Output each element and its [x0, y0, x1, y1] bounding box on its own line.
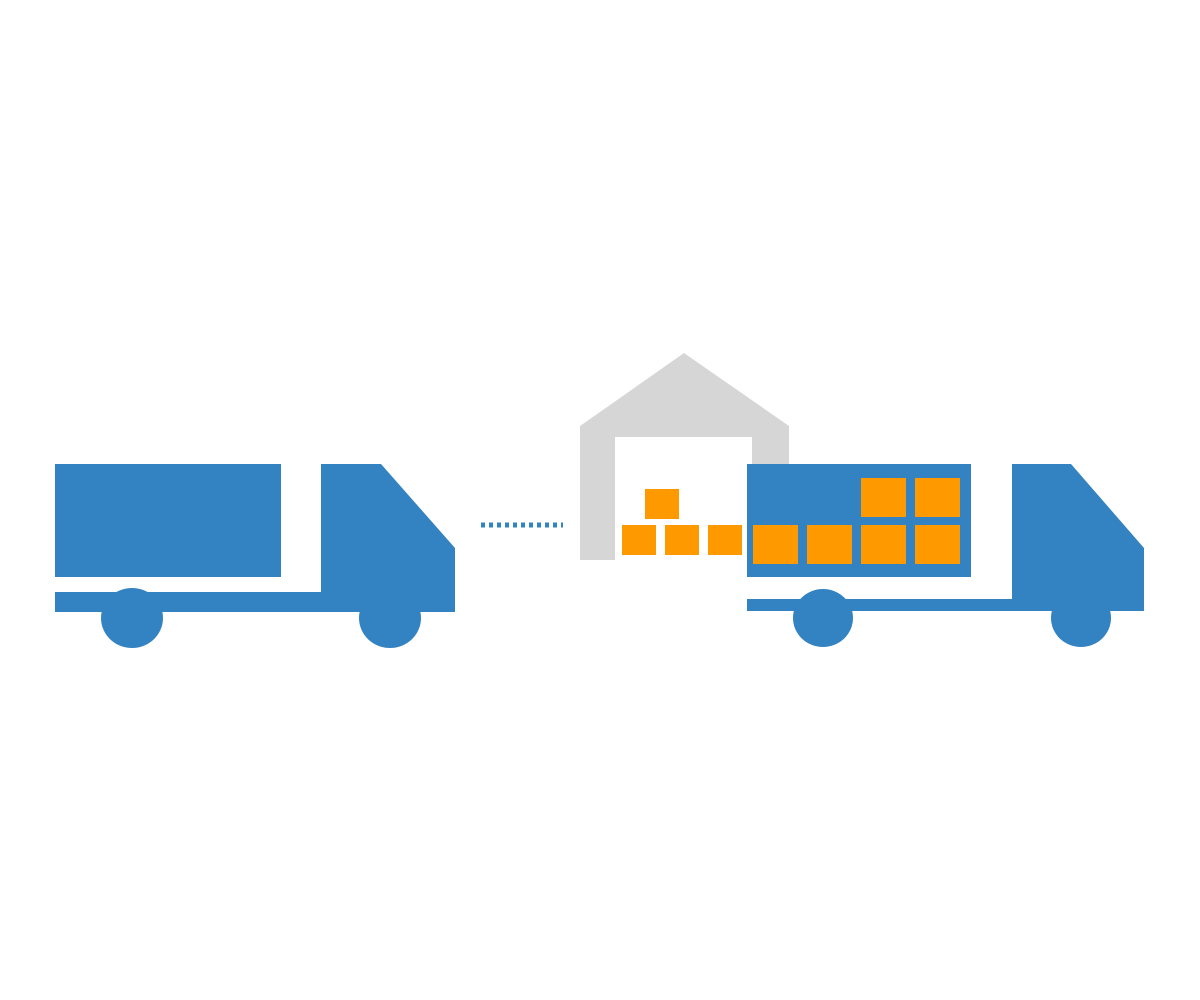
- cargo-box: [861, 525, 906, 564]
- warehouse-box: [708, 525, 742, 555]
- warehouse-box: [645, 489, 679, 519]
- truck-wheel-rear: [793, 589, 853, 647]
- truck-wheel-front: [1051, 589, 1111, 647]
- warehouse-box: [622, 525, 656, 555]
- cargo-box: [915, 478, 960, 517]
- warehouse-icon: [580, 353, 789, 560]
- cargo-box: [861, 478, 906, 517]
- cargo-box: [753, 525, 798, 564]
- truck-cab: [321, 464, 455, 612]
- truck-cargo-box: [55, 464, 281, 577]
- empty-truck: [55, 464, 455, 648]
- truck-cab: [1012, 464, 1144, 611]
- truck-wheel-rear: [101, 588, 163, 648]
- warehouse-box: [665, 525, 699, 555]
- warehouse-building: [580, 353, 789, 560]
- truck-cargo-boxes: [753, 478, 960, 564]
- cargo-box: [807, 525, 852, 564]
- warehouse-boxes: [622, 489, 742, 555]
- cargo-box: [915, 525, 960, 564]
- truck-wheel-front: [359, 588, 421, 648]
